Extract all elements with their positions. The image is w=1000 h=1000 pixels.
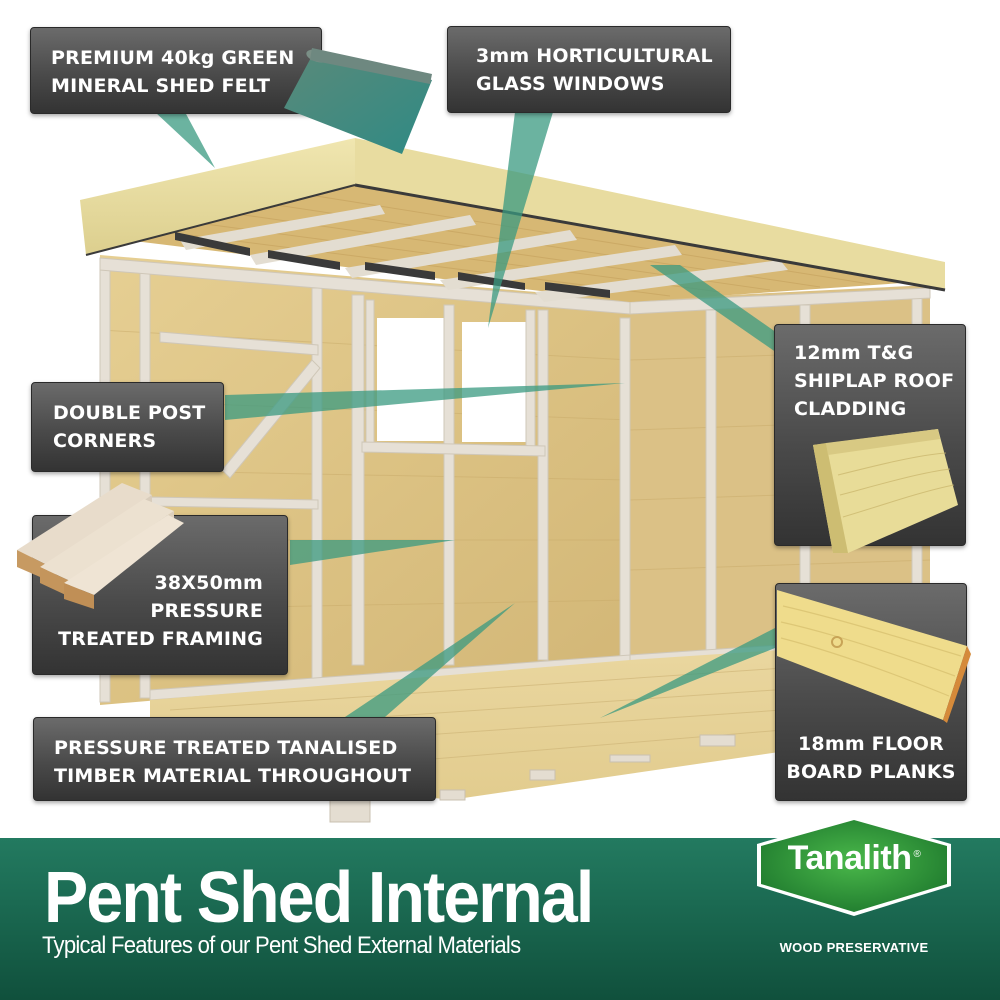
callout-line: DOUBLE POST [53,402,206,424]
logo-tagline: WOOD PRESERVATIVE [779,940,929,955]
product-infographic: PREMIUM 40kg GREEN MINERAL SHED FELT 3mm… [17,26,971,823]
callout-glass-windows: 3mm HORTICULTURAL GLASS WINDOWS [447,26,731,113]
callout-line: 18mm FLOOR [798,733,944,755]
callout-line: 3mm HORTICULTURAL [476,45,713,67]
callout-line: PRESSURE TREATED TANALISED [54,737,398,759]
callout-line: CORNERS [53,430,157,452]
callout-line: SHIPLAP ROOF [794,370,955,392]
page-title: Pent Shed Internal [44,858,594,938]
page-subtitle: Typical Features of our Pent Shed Extern… [42,932,521,959]
callout-line: CLADDING [794,398,907,420]
timber-posts-icon [17,483,184,609]
callout-line: 12mm T&G [794,342,914,364]
callout-line: TIMBER MATERIAL THROUGHOUT [54,765,412,787]
callout-line: MINERAL SHED FELT [51,75,271,97]
callout-mineral-felt: PREMIUM 40kg GREEN MINERAL SHED FELT [30,27,322,114]
title-banner: Pent Shed Internal Typical Features of o… [0,838,1000,1000]
callout-line: TREATED FRAMING [58,628,263,650]
callout-double-post-corners: DOUBLE POST CORNERS [31,382,224,472]
floor-plank-icon [777,590,971,723]
callout-line: BOARD PLANKS [786,761,956,783]
tanalith-logo-icon [757,816,951,916]
callout-line: PRESSURE [150,600,263,622]
callout-line: GLASS WINDOWS [476,73,665,95]
felt-roll-icon [284,48,432,154]
callout-line: PREMIUM 40kg GREEN [51,47,295,69]
callout-line: 38X50mm [154,572,263,594]
callout-tanalised-timber: PRESSURE TREATED TANALISED TIMBER MATERI… [33,717,436,801]
shiplap-board-icon [813,429,958,553]
